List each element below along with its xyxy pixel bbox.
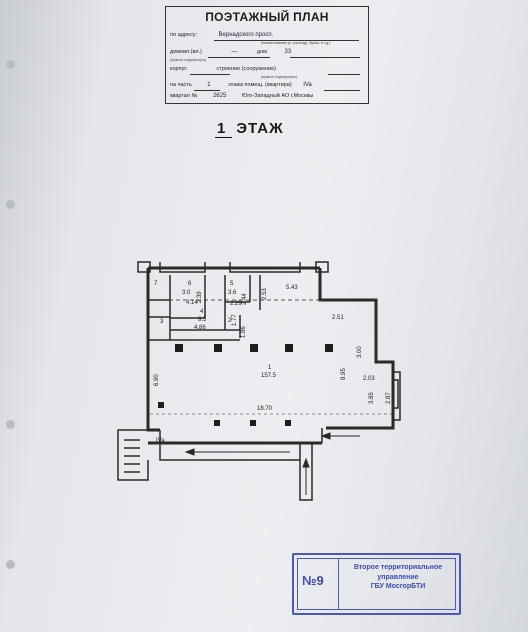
header-stamp-box: ПОЭТАЖНЫЙ ПЛАН по адресу: Вернадского пр… — [165, 6, 369, 104]
stamp-line-1: Второе территориальное — [353, 564, 443, 571]
dimension: 5.43 — [286, 285, 298, 291]
dimension: 2.03 — [363, 376, 375, 382]
room-area: 157.5 — [261, 373, 277, 379]
dimension: 1.77 — [232, 314, 238, 326]
room-number: 3 — [160, 319, 164, 325]
house-hint: (нужное подчеркнуть) — [170, 58, 207, 62]
quarter-row: квартал № 2625 Юго-Западный АО г.Москвы — [170, 93, 313, 99]
house-value: — — [231, 49, 238, 55]
floor-value: IVa — [303, 82, 312, 88]
part-value: 1 — [207, 82, 211, 88]
dimension: 3.85 — [369, 392, 375, 404]
room-area: 8.5 — [198, 317, 207, 323]
dom-value: 33 — [284, 49, 292, 55]
dimension: 2.39 — [197, 291, 203, 303]
floor-word: ЭТАЖ — [236, 120, 284, 137]
district-value: Юго-Западный АО г.Москвы — [241, 93, 314, 99]
address-label: по адресу: — [170, 32, 197, 38]
dimension: 8.95 — [341, 368, 347, 380]
room-number: 1 — [268, 365, 272, 371]
dimension: 3.00 — [357, 346, 363, 358]
korpus-label: корпус — [170, 66, 188, 72]
room-number: 4 — [200, 309, 204, 315]
dimension: 2.29 — [230, 301, 242, 307]
part-row: на часть 1 этажа помещ. (квартира) IVa — [170, 82, 312, 88]
floor-label: этажа помещ. (квартира) — [228, 82, 292, 88]
house-label: домовл.(вл.) — [170, 49, 202, 55]
dimension: 6.90 — [154, 374, 160, 386]
address-value: Вернадского просп. — [218, 32, 274, 38]
part-label: на часть — [170, 82, 192, 88]
room-area: 3.6 — [228, 290, 237, 296]
dom-label: дом — [256, 49, 267, 55]
house-row: домовл.(вл.) — дом 33 — [170, 49, 291, 55]
room-number: 2 — [228, 318, 232, 324]
dimension: 4.86 — [194, 325, 206, 331]
room-number: 6 — [188, 281, 192, 287]
dimension: 2.51 — [332, 315, 344, 321]
room-number: 7 — [154, 281, 158, 287]
dimension: 2.44 — [242, 293, 248, 305]
dimension: 1.86 — [241, 326, 247, 338]
dimension: 4.14 — [186, 300, 198, 306]
quarter-label: квартал № — [170, 93, 198, 99]
stamp-line-3: ГБУ МосгорБТИ — [370, 583, 426, 590]
address-row: по адресу: Вернадского просп. — [170, 32, 273, 38]
room-area: 3.0 — [182, 290, 191, 296]
stamp-number: №9 — [302, 573, 324, 588]
quarter-value: 2625 — [212, 93, 227, 99]
stamp-text: Второе территориальное управление ГБУ Мо… — [342, 563, 454, 592]
floor-number: 1 — [215, 120, 233, 138]
dimension: 18.70 — [257, 406, 273, 412]
room-label: IVa — [156, 438, 165, 444]
stroenie-hint: (нужное подчеркнуть) — [261, 75, 298, 79]
room-number: 5 — [230, 281, 234, 287]
bti-stamp: №9 Второе территориальное управление ГБУ… — [292, 553, 461, 615]
stroenie-label: строение (сооружение) — [216, 66, 276, 72]
document-title: ПОЭТАЖНЫЙ ПЛАН — [205, 10, 329, 24]
korpus-row: корпус строение (сооружение) — [170, 66, 276, 72]
dimension: 2.53 — [262, 288, 268, 300]
address-hint: (наименование ул. (проезд), бульв. и т.д… — [261, 41, 331, 45]
binder-holes — [6, 0, 20, 632]
dimension: 2.87 — [386, 392, 392, 404]
stamp-line-2: управление — [377, 573, 419, 581]
